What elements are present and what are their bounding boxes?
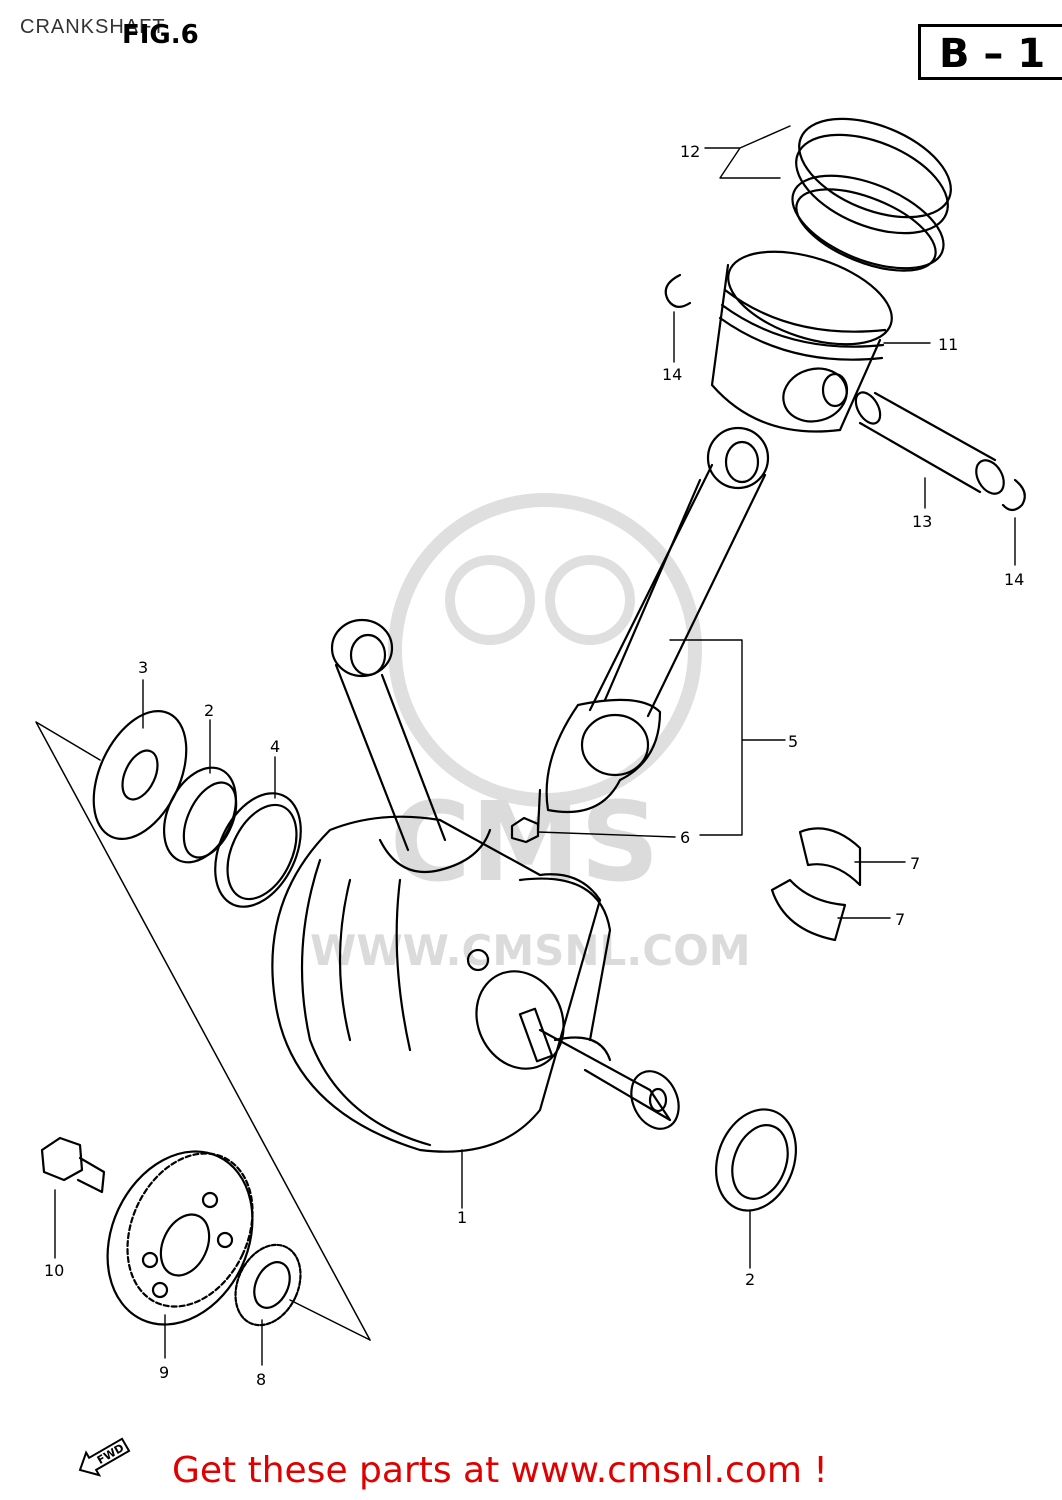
- nut: [510, 816, 540, 844]
- page-title: CRANKSHAFT: [20, 16, 166, 38]
- callout-13: 13: [912, 512, 932, 531]
- callout-2: 2: [745, 1270, 755, 1289]
- footer-link-text[interactable]: Get these parts at www.cmsnl.com !: [172, 1450, 828, 1491]
- section-code: B – 1: [939, 31, 1046, 77]
- callout-1: 1: [457, 1208, 467, 1227]
- bearing-half-upper: [798, 827, 862, 887]
- piston: [710, 250, 893, 433]
- bearing-right: [715, 1108, 797, 1212]
- section-code-box: B – 1: [918, 24, 1062, 80]
- needle-bearing: [234, 1243, 302, 1327]
- leader-lines: [54, 125, 1016, 1366]
- crankshaft: [271, 815, 680, 1153]
- bearing-left: [163, 766, 238, 864]
- bearing-half-lower: [770, 878, 847, 942]
- callout-14: 14: [662, 365, 682, 384]
- callout-4: 4: [270, 737, 280, 756]
- circlip-right: [1001, 478, 1026, 512]
- watermark-url-text: WWW.CMSNL.COM: [310, 926, 751, 975]
- group-bracket-line: [35, 721, 371, 1341]
- callout-8: 8: [256, 1370, 266, 1389]
- fwd-arrow-icon: FWD: [78, 1437, 131, 1477]
- bolt: [40, 1136, 106, 1194]
- callout-3: 3: [138, 658, 148, 677]
- callout-12: 12: [680, 142, 700, 161]
- callout-7: 7: [910, 854, 920, 873]
- primary-gear: [106, 1150, 254, 1326]
- circlip-left: [664, 273, 692, 308]
- callout-14: 14: [1004, 570, 1024, 589]
- connecting-rod-main: [536, 426, 770, 832]
- callout-5: 5: [788, 732, 798, 751]
- spacer-ring: [214, 792, 302, 908]
- figure-label: FIG.6: [122, 20, 199, 50]
- callout-10: 10: [44, 1261, 64, 1280]
- callout-9: 9: [159, 1363, 169, 1382]
- callout-7: 7: [895, 910, 905, 929]
- callout-2: 2: [204, 701, 214, 720]
- connecting-rod-crank: [330, 618, 492, 874]
- piston-rings: [791, 117, 952, 272]
- group-bracket-line-lower: [289, 1299, 371, 1341]
- watermark: CMS WWW.CMSNL.COM: [310, 493, 751, 975]
- piston-pin: [854, 391, 1005, 495]
- callout-6: 6: [680, 828, 690, 847]
- callout-11: 11: [938, 335, 958, 354]
